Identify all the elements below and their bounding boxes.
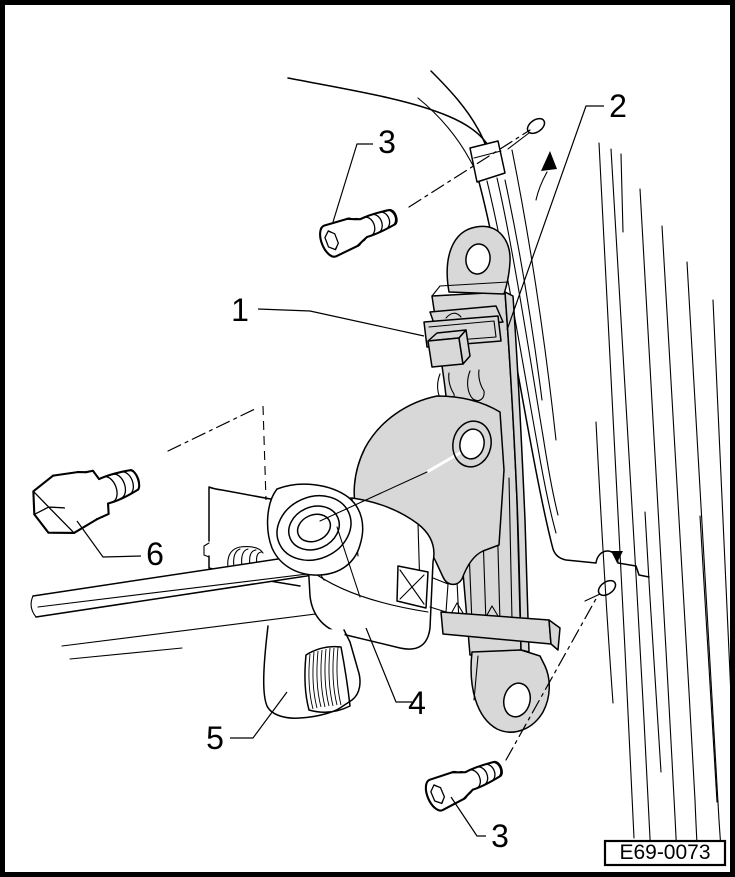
callout-6: 6	[146, 536, 164, 572]
hex-flange-bolt	[22, 447, 150, 545]
direction-arrow-bottom-icon	[611, 551, 623, 563]
alignment-line-hinge	[319, 471, 428, 522]
callout-4: 4	[408, 685, 426, 721]
assembly-axis-lines	[167, 129, 598, 761]
bracket-bottom-hole	[502, 682, 532, 718]
callout-6-leader	[76, 520, 142, 558]
callout-5-leader	[230, 691, 288, 739]
body-hole-pin-bottom	[584, 579, 617, 602]
callout-5: 5	[206, 720, 224, 756]
callout-3-bottom-leader	[450, 796, 486, 837]
bracket-shield-plate	[353, 395, 505, 586]
callout-1-leader	[257, 308, 425, 337]
body-pillar-lines	[595, 142, 734, 863]
callout-3-bottom: 3	[491, 818, 509, 854]
socket-head-bolt-bottom	[420, 751, 509, 815]
socket-head-bolt-top	[315, 199, 403, 261]
figure-code-box: E69-0073	[603, 839, 727, 867]
callout-2: 2	[609, 88, 627, 124]
figure-code-text: E69-0073	[619, 841, 710, 864]
callout-2-leader	[506, 105, 604, 331]
callout-4-leader	[365, 627, 412, 703]
body-hole-pin-top	[507, 117, 546, 150]
bracket-ear-hole	[465, 243, 491, 275]
cover-hatched-wedge	[304, 645, 351, 713]
check-cover	[263, 625, 361, 719]
frame-section-patch	[469, 140, 506, 183]
hinge-pivot	[266, 483, 364, 598]
callout-3-top: 3	[378, 124, 396, 160]
lock-catch-block	[423, 305, 504, 405]
direction-arrow-top-icon	[535, 151, 557, 201]
callout-layer: 1 2 3 3 4 5 6	[76, 88, 627, 854]
callout-3-top-leader	[332, 143, 373, 223]
callout-1: 1	[231, 292, 249, 328]
bracket-cross-strap	[440, 611, 552, 645]
bracket-center-hole	[452, 420, 492, 468]
